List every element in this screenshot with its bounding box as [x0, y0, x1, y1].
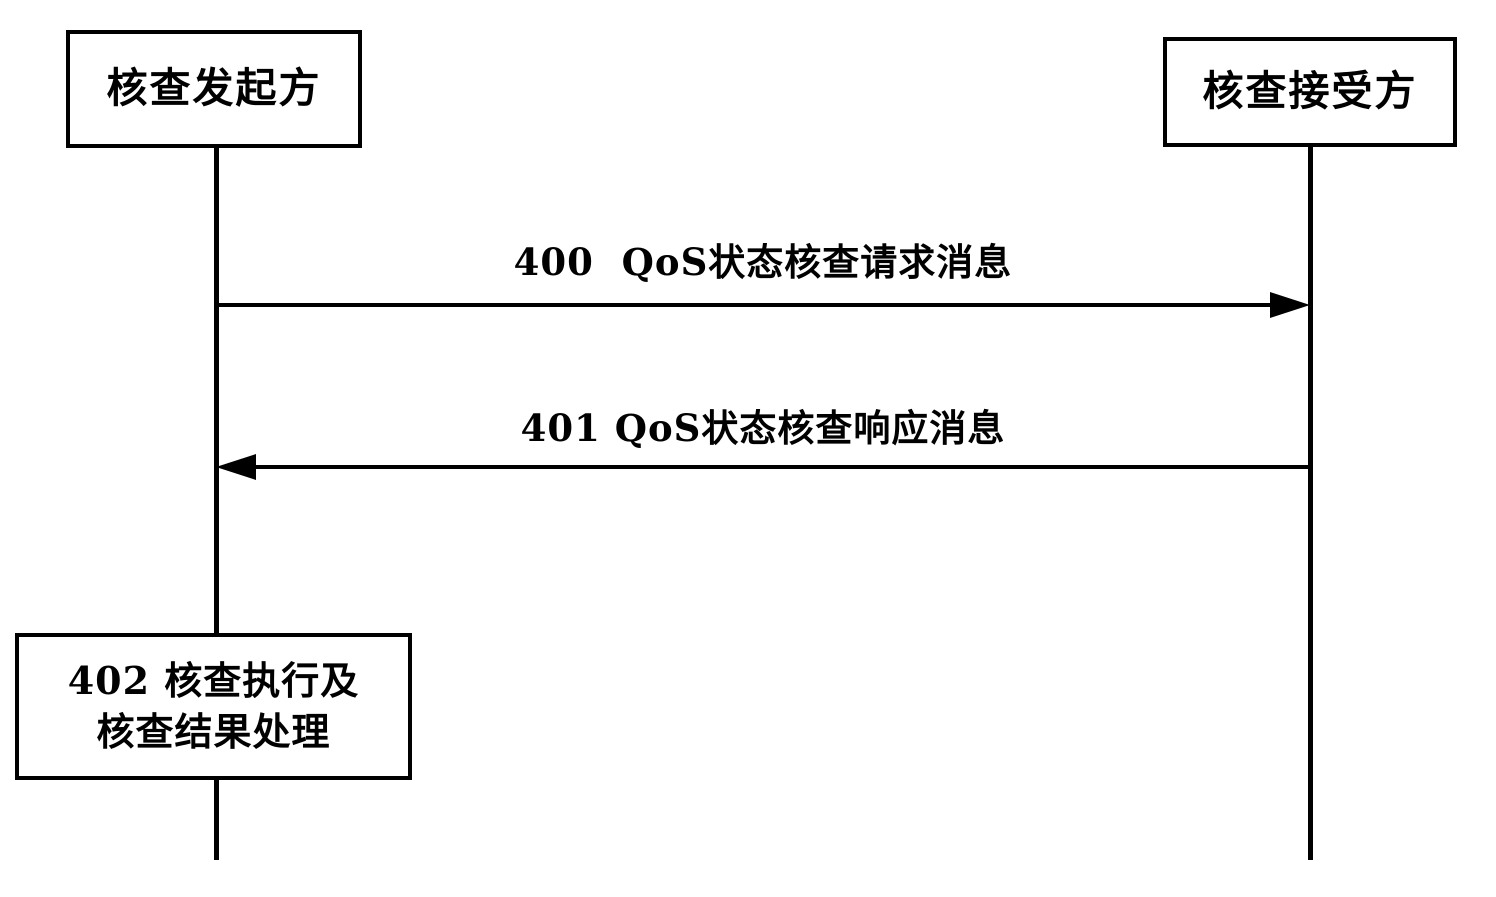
arrowhead-right-icon [1270, 292, 1310, 318]
action-label-402-line1: 402 核查执行及 [67, 658, 360, 704]
lifeline-initiator [214, 146, 219, 860]
message-line-400 [216, 303, 1272, 307]
arrowhead-left-icon [216, 454, 256, 480]
participant-box-receiver: 核查接受方 [1163, 37, 1457, 147]
action-box-402: 402 核查执行及 核查结果处理 [15, 633, 412, 780]
action-label-402-line2: 核查结果处理 [96, 708, 331, 754]
message-line-401 [254, 465, 1310, 469]
participant-label-initiator: 核查发起方 [106, 64, 322, 113]
message-label-401: 401 QoS状态核查响应消息 [520, 406, 1006, 450]
participant-label-receiver: 核查接受方 [1202, 67, 1418, 116]
message-label-400: 400 QoS状态核查请求消息 [513, 240, 1013, 284]
lifeline-receiver [1308, 145, 1313, 860]
participant-box-initiator: 核查发起方 [66, 30, 362, 148]
